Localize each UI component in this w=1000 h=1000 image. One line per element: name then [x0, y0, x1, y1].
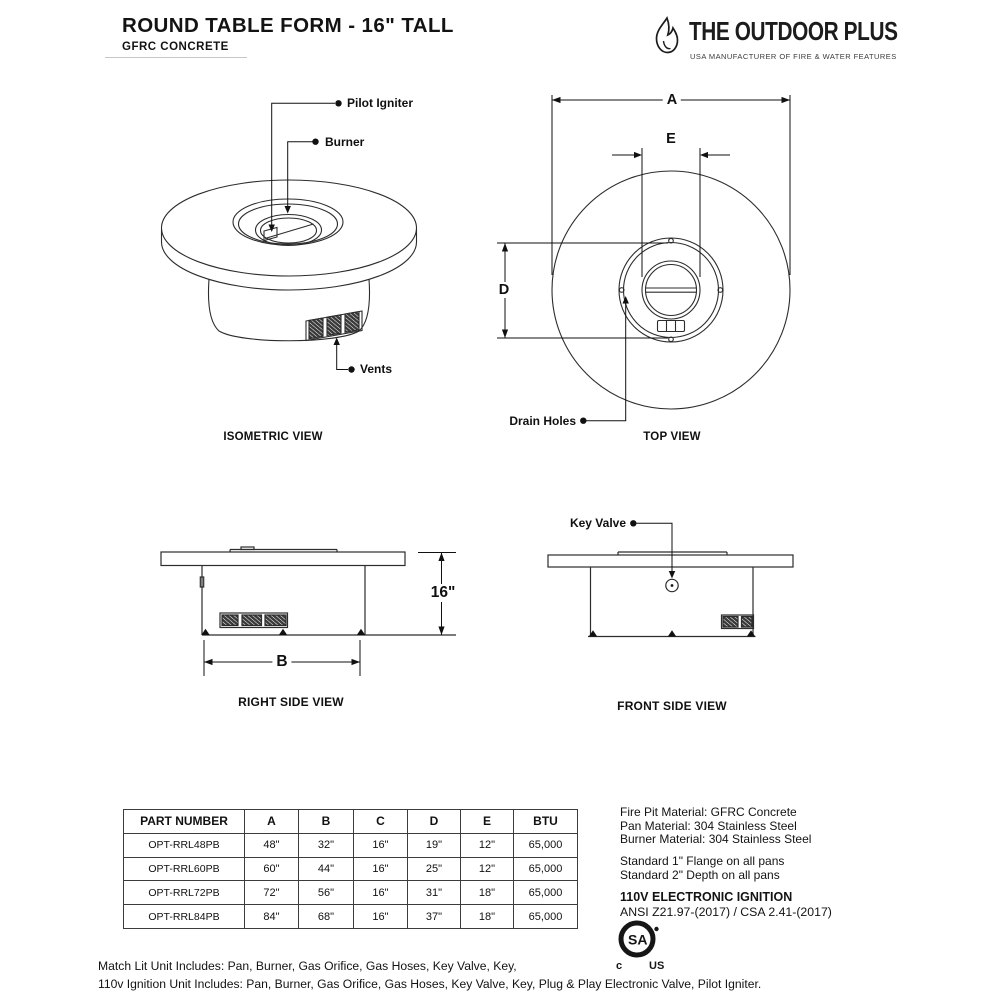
csa-us-text: US [649, 960, 664, 972]
table-cell: 48" [244, 832, 299, 858]
table-cell: 65,000 [513, 904, 578, 929]
front-side-feet [588, 630, 756, 637]
vent-grille [264, 614, 287, 627]
table-row: OPT-RRL60PB 60" 44" 16" 25" 12" 65,000 [123, 856, 578, 882]
csa-sa-text: SA [628, 932, 647, 948]
part-number-cell: OPT-RRL84PB [123, 904, 245, 929]
material-line: Burner Material: 304 Stainless Steel [620, 832, 812, 847]
burner-label: Burner [325, 135, 365, 149]
part-number-table: PART NUMBER A B C D E BTU OPT-RRL48PB 48… [123, 809, 578, 929]
dimension-a-label: A [662, 92, 682, 108]
leader-lines [271, 102, 673, 571]
table-header-row: PART NUMBER A B C D E BTU [123, 809, 578, 834]
match-lit-includes-line: Match Lit Unit Includes: Pan, Burner, Ga… [98, 959, 517, 973]
table-row: OPT-RRL84PB 84" 68" 16" 37" 18" 65,000 [123, 904, 578, 929]
standard-line: Standard 1" Flange on all pans [620, 854, 785, 869]
110v-includes-line: 110v Ignition Unit Includes: Pan, Burner… [98, 976, 762, 991]
column-header: B [298, 809, 354, 834]
pilot-igniter-label: Pilot Igniter [347, 96, 413, 110]
table-row: OPT-RRL72PB 72" 56" 16" 31" 18" 65,000 [123, 880, 578, 906]
front-side-drawing [547, 551, 794, 638]
right-side-feet [201, 628, 366, 635]
csa-certification-mark: SA c US [616, 920, 664, 972]
table-cell: 25" [407, 856, 461, 882]
table-cell: 16" [353, 856, 408, 882]
vent-grille [740, 615, 753, 628]
specifications: Fire Pit Material: GFRC Concrete Pan Mat… [620, 805, 960, 919]
dimension-e-label: E [666, 131, 676, 147]
unit-includes: Match Lit Unit Includes: Pan, Burner, Ga… [98, 958, 761, 993]
table-cell: 84" [244, 904, 299, 929]
table-cell: 65,000 [513, 880, 578, 906]
table-cell: 12" [460, 832, 514, 858]
isometric-drawing [160, 179, 418, 342]
leader-dots-and-arrows [268, 100, 676, 579]
drain-hole [618, 287, 625, 293]
ignition-title: 110V ELECTRONIC IGNITION [620, 889, 793, 904]
table-cell: 44" [298, 856, 354, 882]
drain-hole [668, 336, 674, 343]
vent-grille [722, 615, 739, 628]
part-number-cell: OPT-RRL72PB [123, 880, 245, 906]
vent-grille [221, 614, 239, 627]
column-header: BTU [513, 809, 578, 834]
drain-hole [668, 237, 674, 244]
table-cell: 65,000 [513, 832, 578, 858]
drain-hole [717, 287, 724, 293]
table-cell: 31" [407, 880, 461, 906]
table-cell: 16" [353, 904, 408, 929]
vents-label: Vents [360, 362, 393, 376]
table-cell: 16" [353, 880, 408, 906]
material-line: Pan Material: 304 Stainless Steel [620, 818, 797, 833]
standard-line: Standard 2" Depth on all pans [620, 867, 780, 882]
top-view-drawing [551, 170, 791, 410]
top-view-title: TOP VIEW [643, 431, 701, 443]
table-cell: 72" [244, 880, 299, 906]
brand-logo: THE OUTDOOR PLUS USA MANUFACTURER OF FIR… [652, 15, 902, 65]
drain-holes-label: Drain Holes [509, 414, 576, 428]
dimension-height-label: 16" [426, 584, 460, 602]
table-cell: 18" [460, 904, 514, 929]
key-valve-label: Key Valve [569, 516, 626, 530]
dimension-arrowheads [204, 96, 790, 666]
key-valve [665, 578, 679, 593]
column-header: D [407, 809, 461, 834]
column-header: C [353, 809, 408, 834]
table-cell: 68" [298, 904, 354, 929]
isometric-view-title: ISOMETRIC VIEW [223, 431, 323, 443]
dimension-d-label: D [494, 282, 514, 298]
column-header: A [244, 809, 299, 834]
part-number-cell: OPT-RRL48PB [123, 832, 245, 858]
table-cell: 60" [244, 856, 299, 882]
right-side-drawing [160, 546, 456, 636]
brand-tagline: USA MANUFACTURER OF FIRE & WATER FEATURE… [690, 52, 897, 61]
certification-line: ANSI Z21.97-(2017) / CSA 2.41-(2017) [620, 904, 832, 919]
table-cell: 32" [298, 832, 354, 858]
header-rule [105, 57, 247, 58]
table-cell: 12" [460, 856, 514, 882]
table-cell: 37" [407, 904, 461, 929]
table-cell: 65,000 [513, 856, 578, 882]
right-side-view-title: RIGHT SIDE VIEW [238, 695, 344, 709]
csa-c-text: c [616, 960, 622, 972]
front-side-view-title: FRONT SIDE VIEW [617, 699, 727, 713]
table-row: OPT-RRL48PB 48" 32" 16" 19" 12" 65,000 [123, 832, 578, 858]
dimension-lines [203, 95, 791, 676]
part-number-cell: OPT-RRL60PB [123, 856, 245, 882]
brand-name: THE OUTDOOR PLUS [689, 16, 898, 46]
vent-grille [241, 614, 263, 627]
material-line: Fire Pit Material: GFRC Concrete [620, 805, 797, 819]
dimension-b-label: B [272, 653, 292, 671]
page-title: ROUND TABLE FORM - 16" TALL [122, 14, 454, 37]
table-cell: 56" [298, 880, 354, 906]
column-header: E [460, 809, 514, 834]
table-cell: 16" [353, 832, 408, 858]
page-subtitle: GFRC CONCRETE [122, 41, 229, 53]
flame-icon [655, 16, 679, 54]
table-cell: 19" [407, 832, 461, 858]
column-header: PART NUMBER [123, 809, 245, 834]
table-cell: 18" [460, 880, 514, 906]
